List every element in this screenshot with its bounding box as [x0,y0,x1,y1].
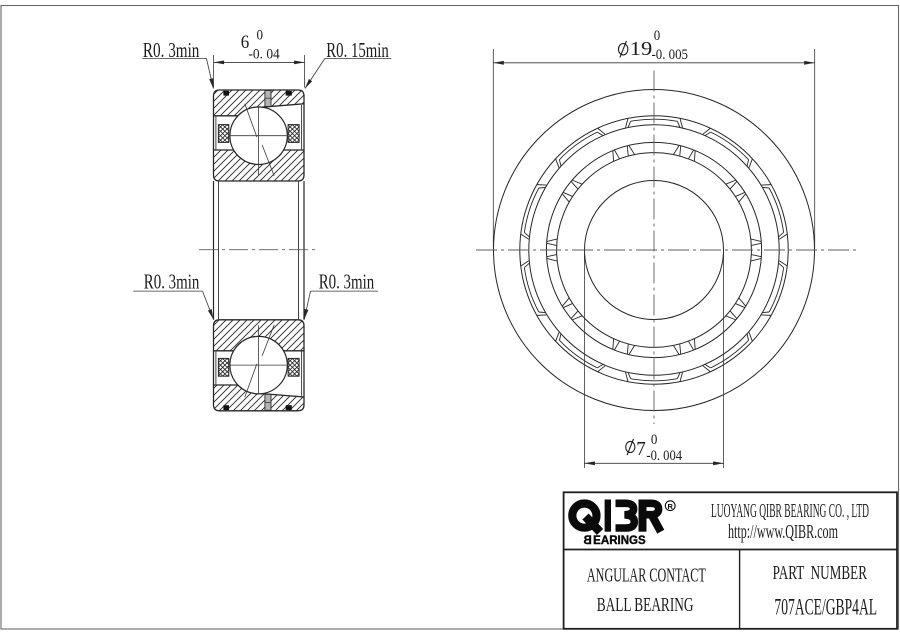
svg-text:http://www.QIBR.com: http://www.QIBR.com [728,522,838,543]
svg-text:R0. 3min: R0. 3min [143,38,200,62]
svg-text:BALL BEARING: BALL BEARING [597,594,694,616]
svg-text:-0. 004: -0. 004 [646,448,682,464]
svg-text:-0. 04: -0. 04 [248,47,280,63]
svg-text:0: 0 [257,28,264,44]
svg-text:19: 19 [630,38,653,60]
svg-text:-0. 005: -0. 005 [652,47,689,63]
svg-text:PART NUMBER: PART NUMBER [773,562,868,584]
svg-text:R0. 3min: R0. 3min [319,270,375,294]
svg-text:R0. 15min: R0. 15min [326,38,389,62]
svg-text:B: B [583,535,591,547]
svg-text:EARINGS: EARINGS [593,535,646,547]
svg-text:ANGULAR CONTACT: ANGULAR CONTACT [587,564,706,586]
svg-text:6: 6 [241,32,250,53]
svg-text:R: R [667,502,673,511]
svg-text:0: 0 [654,28,661,44]
svg-text:R0. 3min: R0. 3min [144,270,200,294]
svg-text:707ACE/GBP4AL: 707ACE/GBP4AL [774,595,877,620]
svg-text:0: 0 [651,432,658,448]
svg-text:LUOYANG QIBR BEARING CO. , LTD: LUOYANG QIBR BEARING CO. , LTD [711,501,869,522]
svg-text:7: 7 [636,438,646,460]
